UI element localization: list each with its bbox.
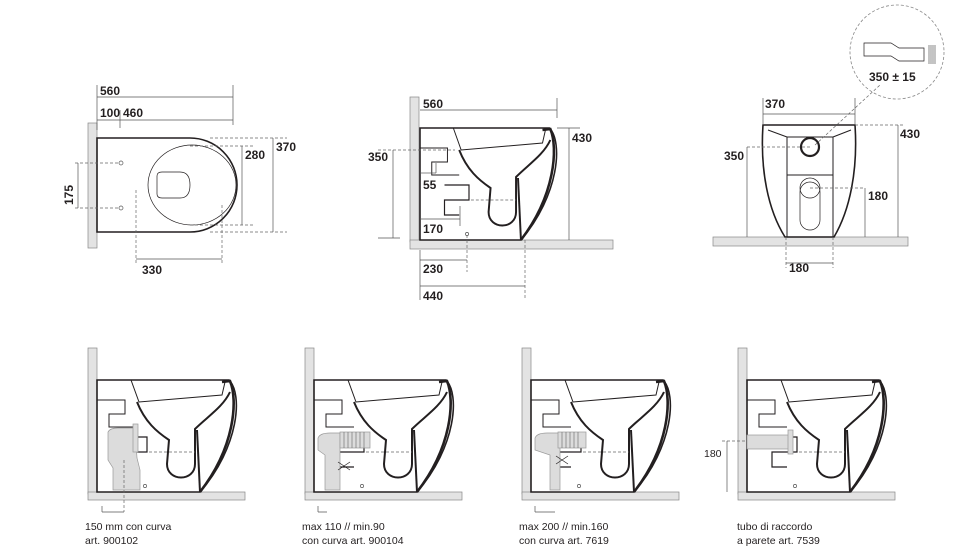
dim-180-base: 180 bbox=[789, 261, 809, 275]
plan-view: 175 560 100 460 370 280 330 bbox=[62, 84, 296, 277]
wall bbox=[87, 122, 98, 249]
scissors-icon bbox=[337, 461, 351, 471]
variant-article: a parete art. 7539 bbox=[737, 535, 820, 547]
dim-460: 460 bbox=[123, 106, 143, 120]
variant-article: con curva art. 900104 bbox=[302, 535, 404, 547]
dim-180: 180 bbox=[868, 189, 888, 203]
variant-caption: 150 mm con curva bbox=[85, 521, 172, 533]
dim-330: 330 bbox=[142, 263, 162, 277]
dim-560: 560 bbox=[423, 97, 443, 111]
dim-440: 440 bbox=[423, 289, 443, 303]
dim-350: 350 bbox=[368, 150, 388, 164]
dim-430: 430 bbox=[572, 131, 592, 145]
variant-caption: max 110 // min.90 bbox=[302, 521, 385, 533]
scissors-icon bbox=[555, 455, 569, 465]
variant-2: max 110 // min.90 con curva art. 900104 bbox=[302, 347, 463, 547]
dim-280: 280 bbox=[245, 148, 265, 162]
side-view: 560 430 350 55 170 230 440 bbox=[368, 96, 614, 303]
dim-370: 370 bbox=[765, 97, 785, 111]
floor bbox=[409, 239, 614, 250]
dim-170: 170 bbox=[423, 222, 443, 236]
dim-180: 180 bbox=[704, 448, 722, 460]
floor bbox=[712, 236, 909, 247]
dim-100: 100 bbox=[100, 106, 120, 120]
variant-4: 180 tubo di raccordo a parete art. 7539 bbox=[704, 347, 896, 547]
dim-175: 175 bbox=[62, 185, 76, 205]
variant-caption: tubo di raccordo bbox=[737, 521, 812, 533]
variant-3: max 200 // min.160 con curva art. 7619 bbox=[519, 347, 680, 547]
front-view: 370 430 350 180 180 350 ± 15 bbox=[712, 4, 945, 275]
variant-article: con curva art. 7619 bbox=[519, 535, 609, 547]
inset-label: 350 ± 15 bbox=[869, 70, 916, 84]
dim-430: 430 bbox=[900, 127, 920, 141]
variant-article: art. 900102 bbox=[85, 535, 138, 547]
variant-1: 150 mm con curva art. 900102 bbox=[85, 347, 246, 547]
toilet-outline bbox=[96, 137, 238, 233]
bowl-outline bbox=[156, 171, 191, 199]
wall bbox=[409, 96, 420, 243]
variant-caption: max 200 // min.160 bbox=[519, 521, 608, 533]
dim-55: 55 bbox=[423, 178, 437, 192]
dim-560: 560 bbox=[100, 84, 120, 98]
dim-230: 230 bbox=[423, 262, 443, 276]
dim-350: 350 bbox=[724, 149, 744, 163]
dim-370: 370 bbox=[276, 140, 296, 154]
detail-inset bbox=[849, 4, 945, 100]
